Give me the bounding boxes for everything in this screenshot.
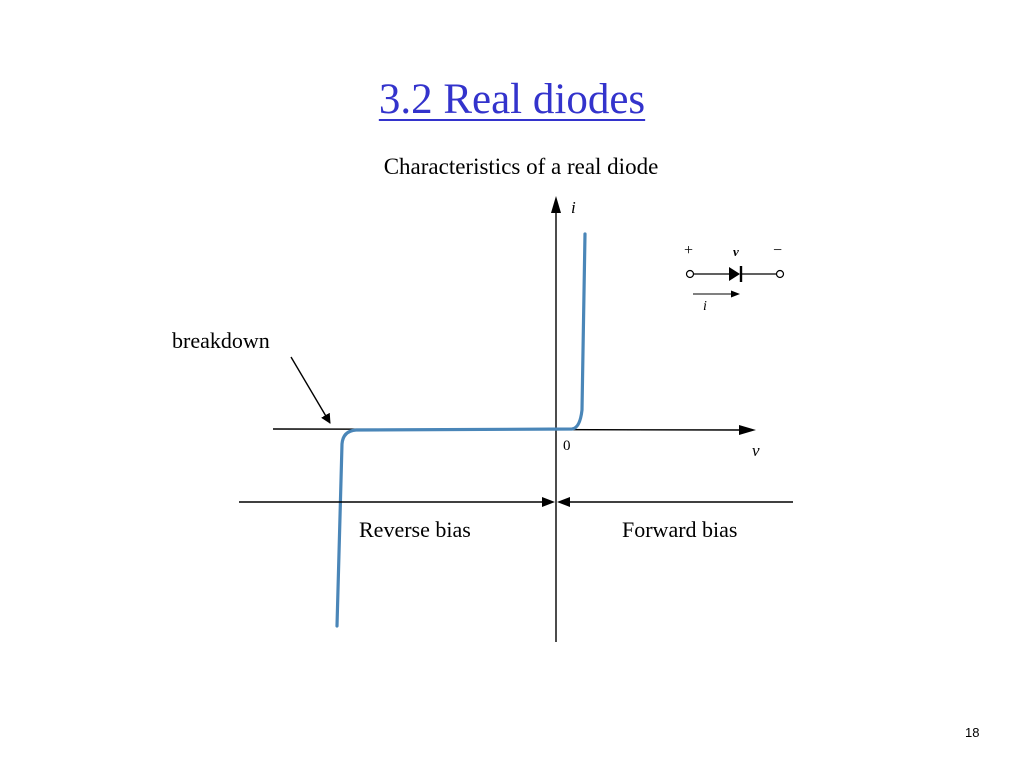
reverse-bias-arrow <box>542 497 555 507</box>
page-number: 18 <box>965 725 980 740</box>
diode-symbol: + v − i <box>684 242 785 314</box>
symbol-voltage-label: v <box>733 244 739 259</box>
breakdown-label: breakdown <box>172 328 270 353</box>
current-arrow-head-icon <box>731 290 740 298</box>
origin-label: 0 <box>563 438 571 454</box>
cathode-terminal <box>775 269 785 279</box>
diode-triangle-icon <box>729 267 740 281</box>
diagram-subtitle: Characteristics of a real diode <box>383 154 659 179</box>
slide-title: 3.2 Real diodes <box>378 76 646 123</box>
reverse-bias-label: Reverse bias <box>359 517 471 542</box>
forward-bias-arrow <box>557 497 570 507</box>
i-axis-label: i <box>571 198 576 217</box>
symbol-minus-sign: − <box>773 242 782 259</box>
anode-terminal <box>685 269 695 279</box>
v-axis-label: v <box>752 441 760 460</box>
symbol-current-label: i <box>703 299 707 314</box>
forward-bias-label: Forward bias <box>622 517 737 542</box>
breakdown-pointer-arrow <box>290 356 331 424</box>
symbol-plus-sign: + <box>684 242 693 259</box>
iv-curve <box>335 232 587 628</box>
v-axis-arrow <box>739 425 756 435</box>
i-axis-arrow <box>551 196 561 213</box>
